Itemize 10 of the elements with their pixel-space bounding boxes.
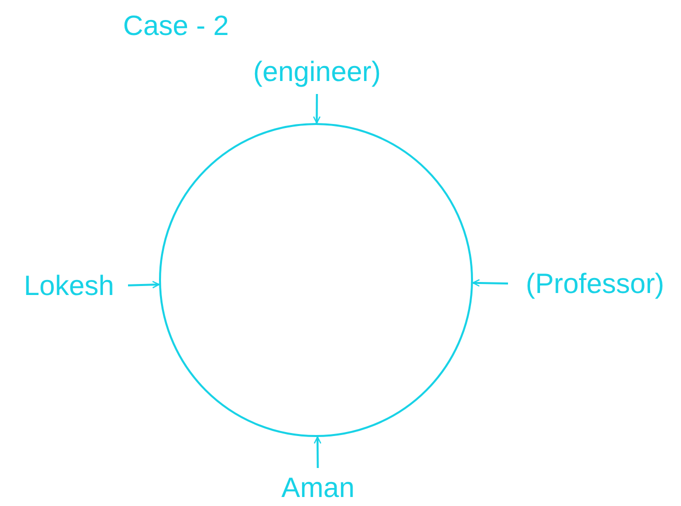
arrow — [314, 436, 322, 468]
arrow — [313, 94, 321, 124]
seating-circle — [159, 123, 473, 437]
person-label: Aman — [273, 472, 363, 506]
person-label: Lokesh — [14, 270, 124, 304]
role-label: (engineer) — [238, 56, 396, 90]
arrow — [128, 280, 160, 288]
role-label: (Professor) — [512, 268, 678, 302]
case-title: Case - 2 — [123, 10, 229, 42]
arrow — [472, 279, 508, 287]
